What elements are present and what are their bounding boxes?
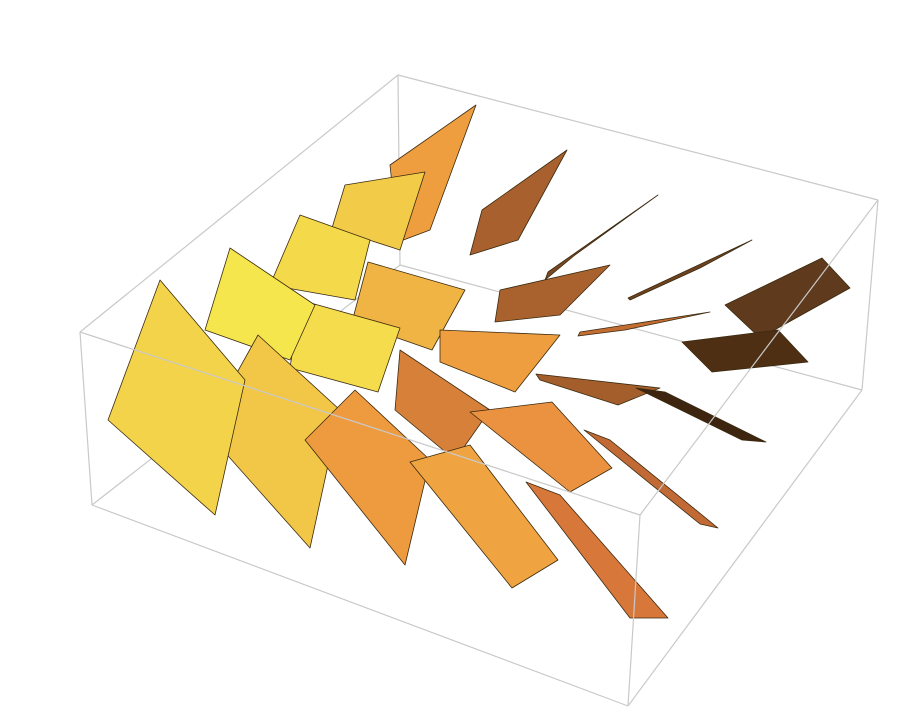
box-edge bbox=[79, 331, 93, 506]
bounding-box-front bbox=[79, 199, 879, 707]
box-edge bbox=[627, 514, 641, 707]
tilted-plane bbox=[304, 389, 431, 566]
tilted-plane bbox=[583, 429, 719, 529]
box-edge bbox=[79, 331, 641, 516]
box-edge bbox=[639, 199, 879, 516]
tilted-plane bbox=[635, 387, 767, 443]
box-edge bbox=[627, 389, 863, 707]
planes-group bbox=[107, 104, 851, 619]
tilted-plane bbox=[627, 239, 753, 301]
box-edge bbox=[397, 74, 879, 201]
box-edge bbox=[861, 199, 879, 391]
tilted-plane bbox=[409, 444, 559, 589]
box-edge bbox=[79, 74, 399, 333]
tilted-plane bbox=[439, 329, 561, 393]
tilted-plane bbox=[577, 311, 711, 337]
tilted-plane bbox=[331, 171, 426, 251]
box-edge bbox=[91, 504, 629, 707]
tilted-plane bbox=[681, 329, 809, 373]
tilted-plane bbox=[469, 149, 568, 256]
tilted-plane bbox=[269, 214, 371, 301]
tilted-plane bbox=[469, 401, 613, 493]
tilted-plane bbox=[724, 257, 851, 339]
tilted-plane bbox=[525, 481, 669, 619]
tilted-plane bbox=[544, 194, 659, 281]
tilted-plane bbox=[494, 264, 611, 323]
tilted-plane bbox=[107, 279, 246, 516]
tilted-plane bbox=[204, 247, 316, 361]
tilted-plane bbox=[535, 373, 661, 406]
